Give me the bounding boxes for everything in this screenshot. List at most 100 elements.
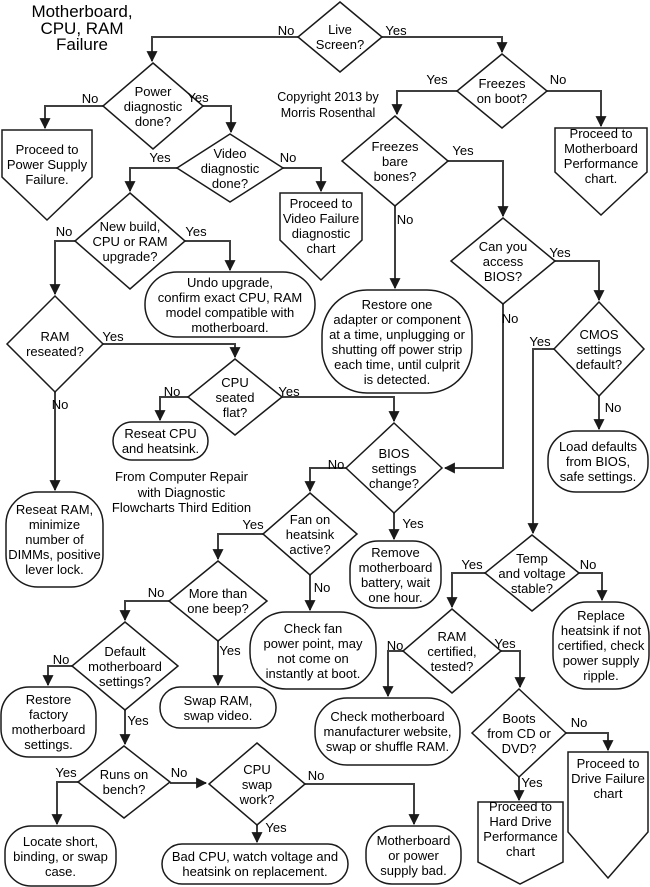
node-power-diag: Power diagnostic done? (123, 83, 183, 129)
node-undo-upgrade: Undo upgrade, confirm exact CPU, RAM mod… (157, 274, 303, 335)
edge-label-runs-bench-yes: Yes (55, 765, 77, 780)
node-runs-bench: Runs on bench? (99, 767, 149, 797)
node-boots-cd: Boots from CD or DVD? (487, 710, 551, 756)
shape-mobo-psu-bad (365, 825, 462, 885)
edge-temp-voltage-yes (446, 572, 485, 609)
edge-label-ram-reseated-no: No (51, 397, 69, 412)
edge-live-screen-yes (382, 36, 508, 54)
edge-label-new-build-no: No (55, 224, 73, 239)
edge-label-freezes-boot-no: No (549, 72, 567, 87)
shape-cpu-swap (207, 742, 307, 826)
edge-label-fan-active-yes: Yes (242, 517, 264, 532)
edge-label-fan-active-no: No (313, 580, 331, 595)
shape-freezes-boot (455, 53, 549, 129)
edge-label-temp-voltage-yes: Yes (461, 557, 483, 572)
shape-goto-mobo-perf (554, 127, 648, 217)
edge-label-cmos-yes: Yes (529, 334, 551, 349)
shape-goto-power (1, 129, 93, 222)
edge-label-more-beep-yes: Yes (219, 643, 241, 658)
edge-power-diag-no (39, 105, 103, 130)
node-replace-heatsink: Replace heatsink if not certified, check… (557, 608, 645, 683)
node-default-settings: Default motherboard settings? (88, 643, 162, 689)
shape-goto-video (279, 192, 363, 282)
edge-label-live-screen-yes: Yes (385, 23, 407, 38)
shape-temp-voltage (483, 534, 581, 612)
shape-undo-upgrade (144, 271, 316, 338)
node-reseat-ram: Reseat RAM, minimize number of DIMMs, po… (8, 502, 101, 577)
edge-label-video-diag-yes: Yes (149, 150, 171, 165)
shape-load-defaults (547, 430, 649, 493)
edge-label-ram-certified-no: No (386, 638, 404, 653)
shape-goto-hdd-perf (477, 801, 564, 885)
node-restore-factory: Restore factory motherboard settings. (11, 692, 86, 752)
edge-ram-certified-no (382, 650, 403, 698)
edge-fan-active-yes (212, 533, 263, 561)
shape-reseat-ram (5, 491, 104, 588)
edge-label-boots-cd-no: No (570, 715, 588, 730)
shape-check-fan (249, 611, 377, 690)
edge-label-more-beep-no: No (147, 585, 165, 600)
shape-new-build (73, 192, 187, 290)
node-goto-mobo-perf: Proceed to Motherboard Performance chart… (563, 126, 639, 186)
page-title: Motherboard, CPU, RAM Failure (31, 2, 133, 54)
edge-label-video-diag-no: No (279, 150, 297, 165)
edge-access-bios-no (443, 304, 504, 474)
copyright-note: Copyright 2013 by Morris Rosenthal (277, 90, 379, 120)
edge-label-freezes-bare-no: No (396, 212, 414, 227)
shape-ram-reseated (5, 294, 105, 394)
node-remove-battery: Remove motherboard battery, wait one hou… (358, 544, 433, 605)
edge-label-default-settings-no: No (52, 652, 70, 667)
node-mobo-psu-bad: Motherboard or power supply bad. (376, 832, 451, 878)
shape-restore-factory (0, 686, 97, 758)
edge-label-access-bios-yes: Yes (549, 245, 571, 260)
edge-label-power-diag-no: No (81, 91, 99, 106)
edge-cpu-seated-yes (282, 396, 400, 423)
edge-label-freezes-boot-yes: Yes (426, 72, 448, 87)
edge-cpu-seated-no (154, 396, 188, 422)
node-goto-hdd-perf: Proceed to Hard Drive Performance chart (483, 799, 558, 859)
edge-label-freezes-bare-yes: Yes (452, 143, 474, 158)
shape-power-diag (101, 62, 205, 150)
node-swap-ram-video: Swap RAM, swap video. (183, 692, 253, 723)
shape-freezes-bare (340, 115, 450, 207)
edge-video-diag-yes (124, 167, 177, 193)
edge-power-diag-yes (203, 105, 237, 134)
edge-cmos-yes (527, 348, 554, 535)
edge-label-boots-cd-yes: Yes (521, 775, 543, 790)
edge-boots-cd-no (566, 732, 614, 752)
shape-restore-one (321, 289, 473, 394)
shape-remove-battery (349, 540, 442, 609)
node-ram-certified: RAM certified, tested? (427, 628, 477, 674)
node-access-bios: Can you access BIOS? (478, 238, 528, 284)
edge-cpu-swap-no (305, 783, 420, 826)
node-goto-power: Proceed to Power Supply Failure. (6, 141, 88, 187)
shape-access-bios (449, 217, 557, 305)
shape-more-beep (167, 560, 269, 642)
node-goto-drive-fail: Proceed to Drive Failure chart (571, 755, 645, 801)
node-new-build: New build, CPU or RAM upgrade? (92, 218, 168, 264)
node-restore-one: Restore one adapter or component at a ti… (329, 296, 465, 387)
edge-label-ram-certified-yes: Yes (494, 636, 516, 651)
shape-live-screen (296, 1, 384, 73)
edge-label-cmos-no: No (604, 400, 622, 415)
node-locate-short: Locate short, binding, or swap case. (13, 833, 108, 879)
edge-access-bios-yes (555, 260, 605, 302)
edge-default-settings-no (42, 665, 72, 687)
edge-temp-voltage-no (579, 572, 608, 602)
edge-freezes-boot-no (547, 90, 607, 128)
node-live-screen: Live Screen? (315, 22, 365, 52)
node-video-diag: Video diagnostic done? (200, 145, 260, 191)
edge-new-build-yes (185, 240, 236, 272)
edge-ram-certified-yes (501, 650, 526, 689)
node-cpu-seated: CPU seated flat? (215, 374, 255, 420)
node-bad-cpu: Bad CPU, watch voltage and heatsink on r… (171, 849, 339, 879)
edge-ram-reseated-yes (103, 343, 241, 359)
shape-fan-active (261, 492, 359, 576)
shape-runs-bench (76, 745, 172, 819)
edge-label-default-settings-yes: Yes (127, 713, 149, 728)
edge-label-cpu-seated-yes: Yes (278, 384, 300, 399)
shape-replace-heatsink (552, 601, 650, 690)
node-check-fan: Check fan power point, may not come on i… (263, 620, 363, 681)
node-load-defaults: Load defaults from BIOS, safe settings. (558, 439, 638, 484)
